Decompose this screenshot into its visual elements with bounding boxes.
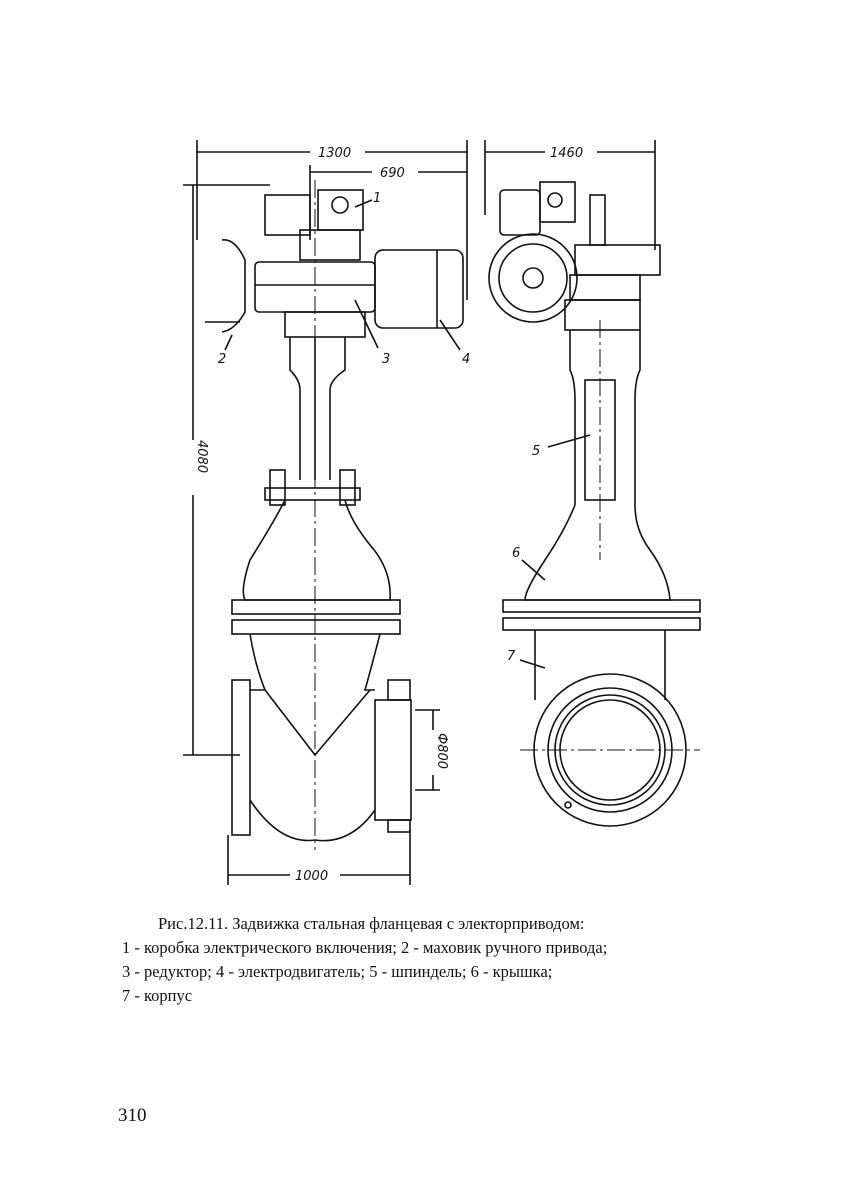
gate-valve-drawing: 1300 690 4080 Ф800 1000 1 2 3 [183,140,701,885]
valve-front-view [488,181,701,827]
callout-leaders-right [519,434,591,669]
dim-1300: 1300 [318,146,351,161]
callout-3: 3 [382,352,390,367]
dim-1460: 1460 [550,146,583,161]
dim-diameter-800: Ф800 [434,733,449,769]
dim-1000: 1000 [295,869,328,884]
callout-leaders-left [224,199,461,351]
dimension-lines-left [183,140,468,885]
dim-4080: 4080 [194,440,209,473]
callout-4: 4 [462,352,470,367]
callout-6: 6 [512,546,520,561]
page-number: 310 [118,1105,147,1126]
callout-5: 5 [532,444,540,459]
dim-690: 690 [380,166,405,181]
figure-caption: Рис.12.11. Задвижка стальная фланцевая с… [122,912,607,1008]
dimension-lines-right [484,140,656,250]
caption-legend-line: 1 - коробка электрического включения; 2 … [122,938,608,957]
valve-side-view [205,180,464,850]
caption-title: Рис.12.11. Задвижка стальная фланцевая с… [158,914,585,933]
caption-legend-line: 3 - редуктор; 4 - электродвигатель; 5 - … [122,962,553,981]
callout-2: 2 [218,352,226,367]
caption-legend-line: 7 - корпус [122,986,193,1005]
callout-1: 1 [373,191,381,206]
callout-7-right: 7 [507,649,516,664]
